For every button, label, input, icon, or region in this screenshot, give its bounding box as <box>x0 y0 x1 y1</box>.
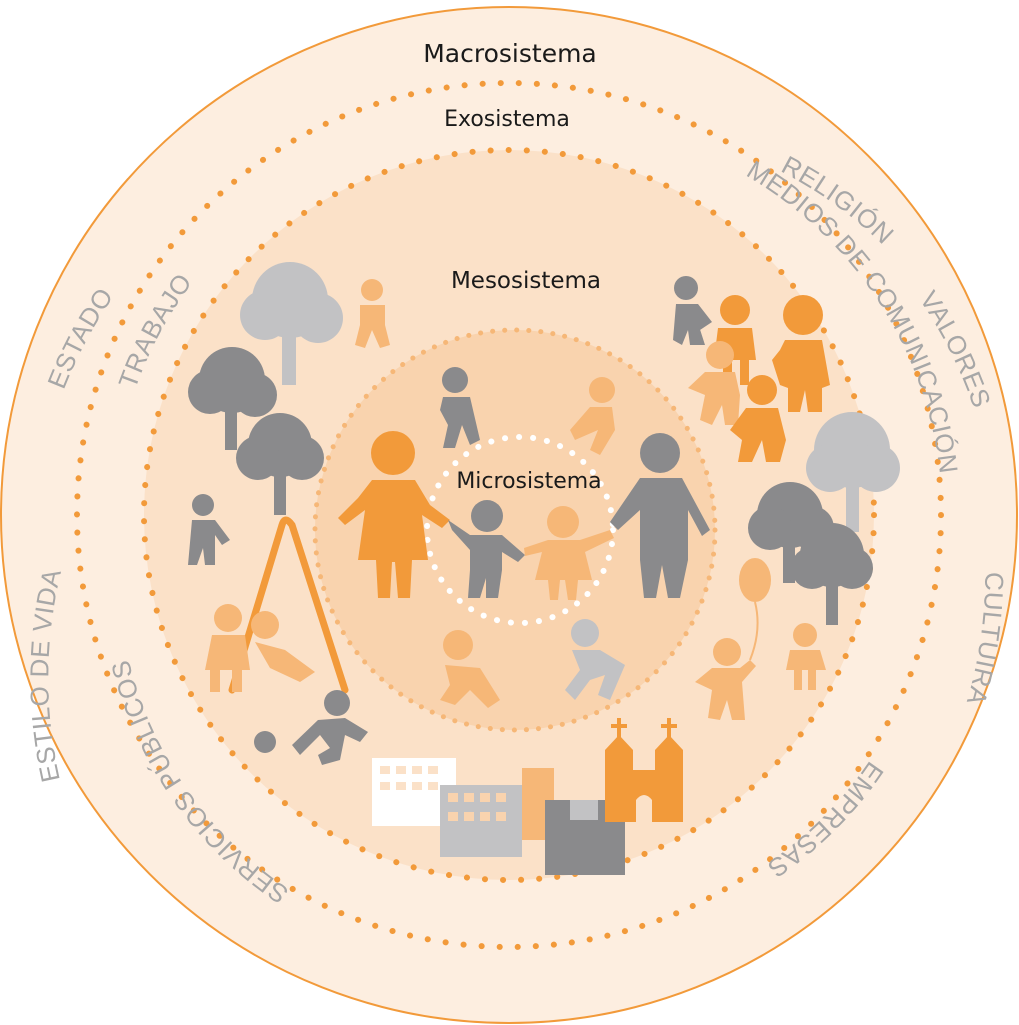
child-figure <box>673 276 712 345</box>
child-figure <box>355 279 390 348</box>
microsystem-ring <box>424 434 616 626</box>
child-figure <box>205 604 250 692</box>
tree-icon <box>236 413 324 515</box>
tree-icon <box>806 412 900 532</box>
child-figure <box>730 375 786 462</box>
tree-icon <box>188 347 277 450</box>
girl-figure <box>524 506 614 600</box>
child-figure <box>695 638 756 720</box>
child-figure <box>292 690 368 765</box>
child-figure <box>565 619 625 700</box>
child-figure <box>251 611 315 682</box>
mother-figure <box>338 431 450 598</box>
boy-figure <box>448 500 525 598</box>
exosystem-title: Exosistema <box>444 107 570 132</box>
father-figure <box>610 433 710 598</box>
balloon-icon <box>739 558 771 661</box>
swing-icon <box>228 516 349 694</box>
child-figure <box>688 341 740 425</box>
family-holding-hands-icon <box>338 431 710 600</box>
child-figure <box>786 623 826 690</box>
ball-icon <box>254 731 276 753</box>
mesosystem-title: Mesosistema <box>451 268 601 294</box>
church-icon <box>605 718 683 822</box>
child-figure <box>440 367 480 448</box>
tree-icon <box>240 262 343 385</box>
macrosystem-title: Macrosistema <box>423 39 597 68</box>
adult-figure <box>772 295 830 412</box>
child-figure <box>188 494 230 565</box>
tree-icon <box>791 523 873 625</box>
baby-figure <box>440 630 500 708</box>
microsystem-title: Microsistema <box>456 469 601 494</box>
child-figure <box>570 377 615 455</box>
